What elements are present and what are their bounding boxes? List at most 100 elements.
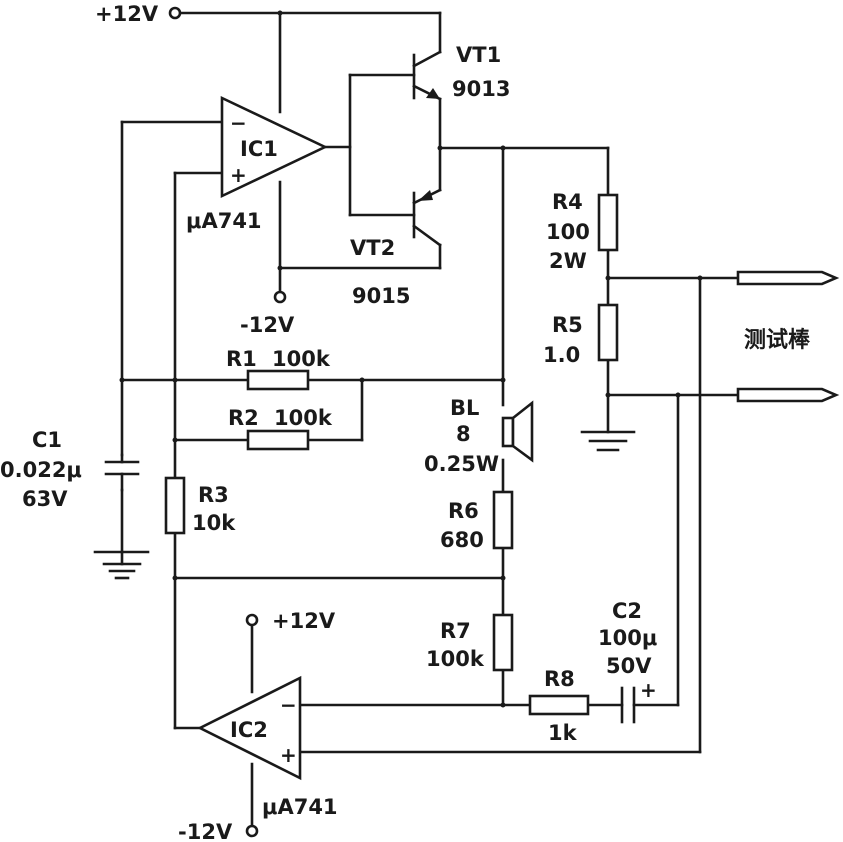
resistor-icon xyxy=(528,694,590,716)
supply-ic1-neg: -12V xyxy=(240,290,295,337)
r5-value: 1.0 xyxy=(543,343,580,367)
r8-value: 1k xyxy=(548,721,578,745)
supply-ic2-pos: +12V xyxy=(245,609,336,633)
supply-top: +12V xyxy=(95,2,182,26)
r8-name: R8 xyxy=(544,667,575,691)
resistor-icon xyxy=(246,369,310,391)
supply-label: -12V xyxy=(240,313,295,337)
junction-dot xyxy=(500,575,506,581)
r1-resistor: R1 100k xyxy=(226,347,331,391)
junction-dot xyxy=(605,392,611,398)
junction-dot xyxy=(697,275,703,281)
terminal-icon xyxy=(273,290,287,304)
r4-name: R4 xyxy=(552,190,583,214)
ic1-plus-sign: + xyxy=(230,163,247,187)
ground-c1 xyxy=(102,550,142,580)
ground-r5 xyxy=(580,430,636,452)
test-probes: 测试棒 xyxy=(736,270,840,403)
junction-dot xyxy=(172,377,178,383)
r6-resistor: R6 680 xyxy=(440,490,514,552)
r7-name: R7 xyxy=(440,619,471,643)
speaker-icon xyxy=(501,416,515,448)
r1-value: 100k xyxy=(272,347,331,371)
resistor-icon xyxy=(492,613,514,672)
r7-value: 100k xyxy=(426,647,485,671)
vt2-transistor: VT2 9015 xyxy=(350,188,442,308)
junction-dot xyxy=(500,377,506,383)
r6-value: 680 xyxy=(440,528,484,552)
resistor-icon xyxy=(597,303,619,362)
r2-value: 100k xyxy=(274,406,333,430)
junction-dot xyxy=(277,10,283,16)
junction-dot xyxy=(675,392,681,398)
bl-value: 8 xyxy=(456,422,471,446)
junction-dot xyxy=(500,145,506,151)
r3-name: R3 xyxy=(198,483,229,507)
junction-dot xyxy=(172,437,178,443)
bl-power: 0.25W xyxy=(424,452,499,476)
r4-power: 2W xyxy=(549,249,587,273)
c1-name: C1 xyxy=(32,428,62,452)
r2-name: R2 xyxy=(228,406,259,430)
supply-label: -12V xyxy=(178,820,233,842)
junction-dot xyxy=(500,702,506,708)
vt1-transistor: VT1 9013 xyxy=(412,43,510,101)
c2-value: 100μ xyxy=(598,626,657,650)
vt1-name: VT1 xyxy=(456,43,501,67)
resistor-icon xyxy=(164,476,186,535)
r7-resistor: R7 100k xyxy=(426,613,514,672)
ic1-part: μA741 xyxy=(186,209,262,233)
opamp-triangle-icon xyxy=(197,675,302,781)
c2-capacitor: C2 100μ 50V + xyxy=(598,599,657,724)
c2-voltage: 50V xyxy=(606,654,652,678)
r5-resistor: R5 1.0 xyxy=(543,303,619,367)
supply-ic2-neg: -12V xyxy=(178,820,259,842)
probe-icon xyxy=(736,387,840,403)
probe-label: 测试棒 xyxy=(744,328,811,353)
r6-name: R6 xyxy=(448,499,479,523)
r3-value: 10k xyxy=(192,511,236,535)
terminal-icon xyxy=(168,6,182,20)
junctions xyxy=(119,10,703,708)
terminal-icon xyxy=(245,824,259,838)
r2-resistor: R2 100k xyxy=(228,406,333,451)
ic2-minus-sign: − xyxy=(280,693,297,717)
resistor-icon xyxy=(492,490,514,550)
resistor-icon xyxy=(246,429,310,451)
ic1-minus-sign: − xyxy=(230,111,247,135)
probe-icon xyxy=(736,270,840,286)
vt2-part: 9015 xyxy=(352,284,410,308)
emitter-arrow-icon xyxy=(426,88,440,99)
ic2-plus-sign: + xyxy=(280,743,297,767)
speaker-cone-icon xyxy=(511,400,534,463)
r4-resistor: R4 100 2W xyxy=(546,190,619,273)
emitter-arrow-icon xyxy=(418,190,433,201)
junction-dot xyxy=(437,145,443,151)
c1-capacitor: C1 0.022μ 63V xyxy=(0,428,140,511)
vt2-name: VT2 xyxy=(350,236,395,260)
supply-label: +12V xyxy=(95,2,159,26)
ic1-name: IC1 xyxy=(240,137,278,161)
terminal-icon xyxy=(245,613,259,627)
opamp-triangle-icon xyxy=(220,95,329,199)
ic2-part: μA741 xyxy=(262,795,338,819)
r8-resistor: R8 1k xyxy=(528,667,590,745)
supply-label: +12V xyxy=(272,609,336,633)
ic2-name: IC2 xyxy=(230,718,268,742)
r3-resistor: R3 10k xyxy=(164,476,236,535)
resistor-icon xyxy=(597,193,619,252)
c2-polarity: + xyxy=(640,678,657,702)
c1-value: 0.022μ xyxy=(0,458,82,482)
ic2-opamp: IC2 − + μA741 xyxy=(197,675,338,819)
c2-name: C2 xyxy=(612,599,642,623)
junction-dot xyxy=(359,377,365,383)
r4-value: 100 xyxy=(546,220,590,244)
wires xyxy=(93,11,740,828)
ic1-opamp: IC1 − + μA741 xyxy=(186,95,329,233)
r1-name: R1 xyxy=(226,347,257,371)
c1-voltage: 63V xyxy=(22,487,68,511)
bl-speaker: BL 8 0.25W xyxy=(424,396,534,476)
junction-dot xyxy=(172,575,178,581)
